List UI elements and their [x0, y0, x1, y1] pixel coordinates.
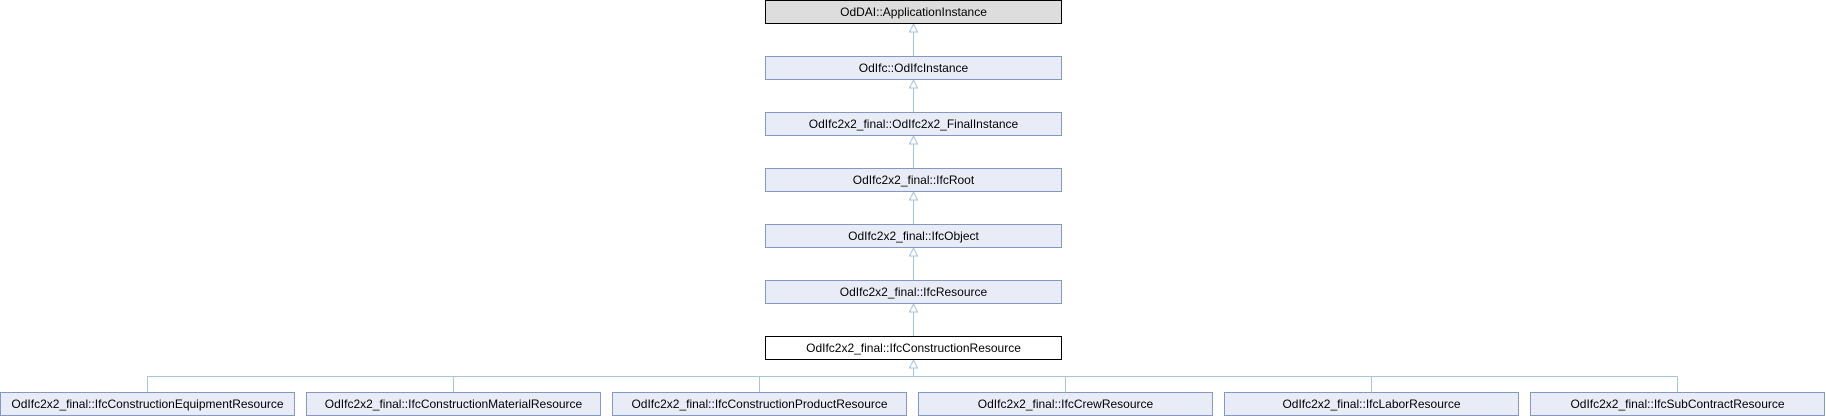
class-node-label: OdIfc2x2_final::IfcCrewResource: [978, 397, 1154, 411]
class-node-n4[interactable]: OdIfc2x2_final::IfcObject: [765, 224, 1062, 248]
class-node-label: OdIfc::OdIfcInstance: [859, 61, 969, 75]
class-node-n3[interactable]: OdIfc2x2_final::IfcRoot: [765, 168, 1062, 192]
class-node-box: [765, 224, 1062, 248]
class-node-n2[interactable]: OdIfc2x2_final::OdIfc2x2_FinalInstance: [765, 112, 1062, 136]
inheritance-arrowhead: [908, 78, 919, 89]
class-node-n6[interactable]: OdIfc2x2_final::IfcConstructionResource: [765, 336, 1062, 360]
class-node-box: [765, 112, 1062, 136]
class-node-box: [765, 56, 1062, 80]
class-node-c4[interactable]: OdIfc2x2_final::IfcLaborResource: [1224, 392, 1519, 416]
inheritance-edges: [147, 22, 1678, 393]
class-node-box: [765, 0, 1062, 24]
inheritance-arrowhead: [908, 134, 919, 145]
class-node-c3[interactable]: OdIfc2x2_final::IfcCrewResource: [918, 392, 1213, 416]
class-node-box: [765, 336, 1062, 360]
class-node-box: [765, 168, 1062, 192]
class-node-label: OdIfc2x2_final::IfcConstructionProductRe…: [631, 397, 887, 411]
class-node-n5[interactable]: OdIfc2x2_final::IfcResource: [765, 280, 1062, 304]
class-node-c1[interactable]: OdIfc2x2_final::IfcConstructionMaterialR…: [306, 392, 601, 416]
inheritance-arrowhead: [908, 302, 919, 313]
inheritance-arrowhead: [908, 190, 919, 201]
class-node-label: OdDAI::ApplicationInstance: [840, 5, 987, 19]
class-node-label: OdIfc2x2_final::IfcResource: [840, 285, 988, 299]
inheritance-arrowhead: [908, 22, 919, 33]
class-node-c0[interactable]: OdIfc2x2_final::IfcConstructionEquipment…: [0, 392, 295, 416]
class-node-label: OdIfc2x2_final::IfcSubContractResource: [1570, 397, 1784, 411]
class-node-n0[interactable]: OdDAI::ApplicationInstance: [765, 0, 1062, 24]
inheritance-arrowhead: [908, 358, 919, 369]
class-node-label: OdIfc2x2_final::OdIfc2x2_FinalInstance: [809, 117, 1019, 131]
class-node-box: [765, 280, 1062, 304]
inheritance-arrowhead: [908, 246, 919, 257]
class-node-label: OdIfc2x2_final::IfcConstructionMaterialR…: [325, 397, 583, 411]
class-node-label: OdIfc2x2_final::IfcRoot: [853, 173, 975, 187]
class-node-label: OdIfc2x2_final::IfcObject: [848, 229, 979, 243]
class-node-label: OdIfc2x2_final::IfcConstructionResource: [806, 341, 1021, 355]
class-node-label: OdIfc2x2_final::IfcLaborResource: [1282, 397, 1460, 411]
class-node-c5[interactable]: OdIfc2x2_final::IfcSubContractResource: [1530, 392, 1825, 416]
class-node-c2[interactable]: OdIfc2x2_final::IfcConstructionProductRe…: [612, 392, 907, 416]
class-node-label: OdIfc2x2_final::IfcConstructionEquipment…: [11, 397, 283, 411]
class-node-n1[interactable]: OdIfc::OdIfcInstance: [765, 56, 1062, 80]
